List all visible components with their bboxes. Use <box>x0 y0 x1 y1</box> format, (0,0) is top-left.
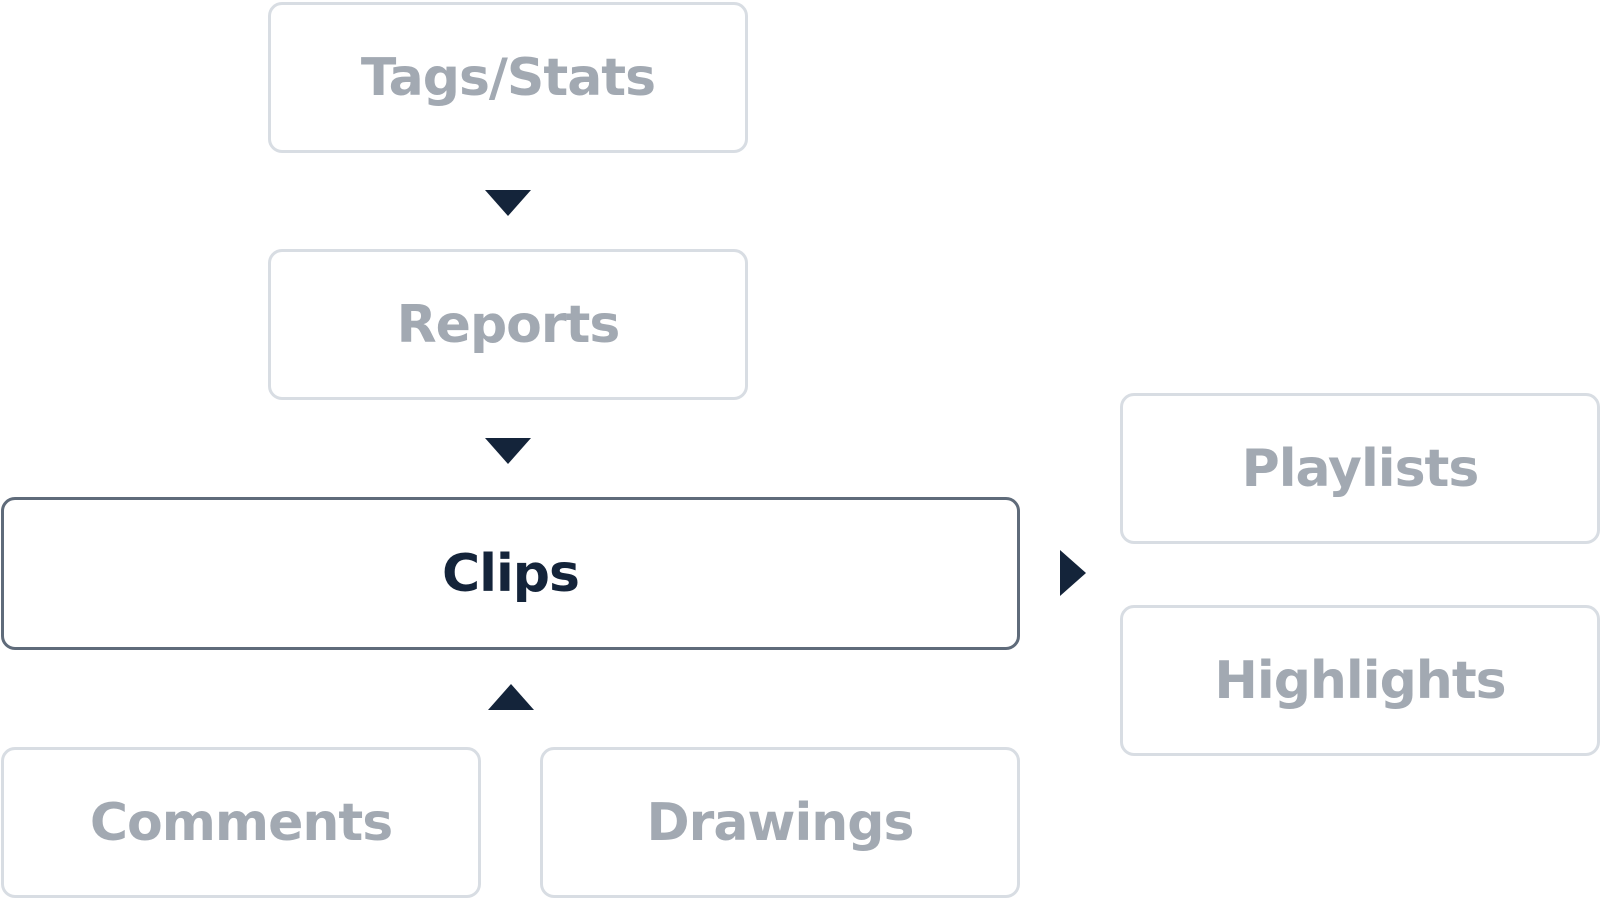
node-reports-label: Reports <box>396 294 621 355</box>
arrow-down-icon <box>485 438 531 464</box>
arrow-up-icon <box>488 684 534 710</box>
node-highlights[interactable]: Highlights <box>1120 605 1600 756</box>
arrow-right-icon <box>1060 550 1086 596</box>
node-highlights-label: Highlights <box>1214 650 1506 711</box>
node-reports[interactable]: Reports <box>268 249 748 400</box>
node-clips-label: Clips <box>442 543 580 604</box>
node-playlists[interactable]: Playlists <box>1120 393 1600 544</box>
node-tags-stats-label: Tags/Stats <box>360 47 656 108</box>
node-comments[interactable]: Comments <box>1 747 481 898</box>
arrow-down-icon <box>485 190 531 216</box>
node-comments-label: Comments <box>89 792 393 853</box>
node-playlists-label: Playlists <box>1241 438 1480 499</box>
node-drawings-label: Drawings <box>646 792 915 853</box>
node-drawings[interactable]: Drawings <box>540 747 1020 898</box>
node-tags-stats[interactable]: Tags/Stats <box>268 2 748 153</box>
node-clips[interactable]: Clips <box>1 497 1020 650</box>
